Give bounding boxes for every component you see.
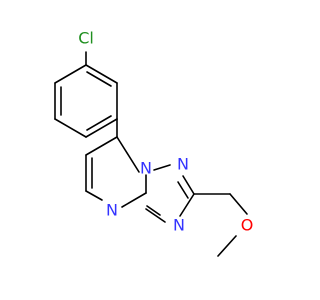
atom-nitrogen-pyrimidine: N [106, 201, 118, 220]
bond-pyr-n4-c3a [121, 192, 147, 208]
bond-phenyl-4 [54, 118, 87, 138]
bond-pyr-c7-n1 [116, 136, 140, 173]
atom-nitrogen-triazole-bottom: N [173, 216, 185, 235]
molecule-structure: Cl N N N N O [54, 29, 254, 257]
molecule-canvas: Cl N N N N O [54, 28, 254, 257]
atom-nitrogen-triazole-top: N [177, 155, 189, 174]
atom-oxygen: O [241, 216, 254, 235]
bond-phenyl-6 [54, 64, 87, 84]
atom-chlorine: Cl [78, 29, 94, 48]
bond-pyr-c5-n4 [85, 190, 103, 201]
atom-nitrogen-bridge: N [140, 159, 152, 178]
bond-phenyl-1 [85, 64, 118, 84]
bond-tri-n3-c3a [145, 208, 166, 223]
bond-phenyl-3 [85, 118, 118, 138]
bond-tri-n2-c2 [182, 175, 195, 195]
bond-tri-n2-c2-inner [177, 181, 189, 199]
bond-tri-c2-n3 [179, 193, 195, 217]
bond-tri-n3-c3a-inner [146, 205, 161, 216]
bond-o-ch3 [217, 235, 237, 257]
bond-pyr-c7-c6 [85, 136, 118, 156]
bond-phenyl-3-inner [86, 115, 112, 131]
bond-ch2-o [229, 193, 248, 215]
bond-tri-n1-n2 [153, 164, 171, 171]
bond-phenyl-1-inner [86, 71, 112, 87]
